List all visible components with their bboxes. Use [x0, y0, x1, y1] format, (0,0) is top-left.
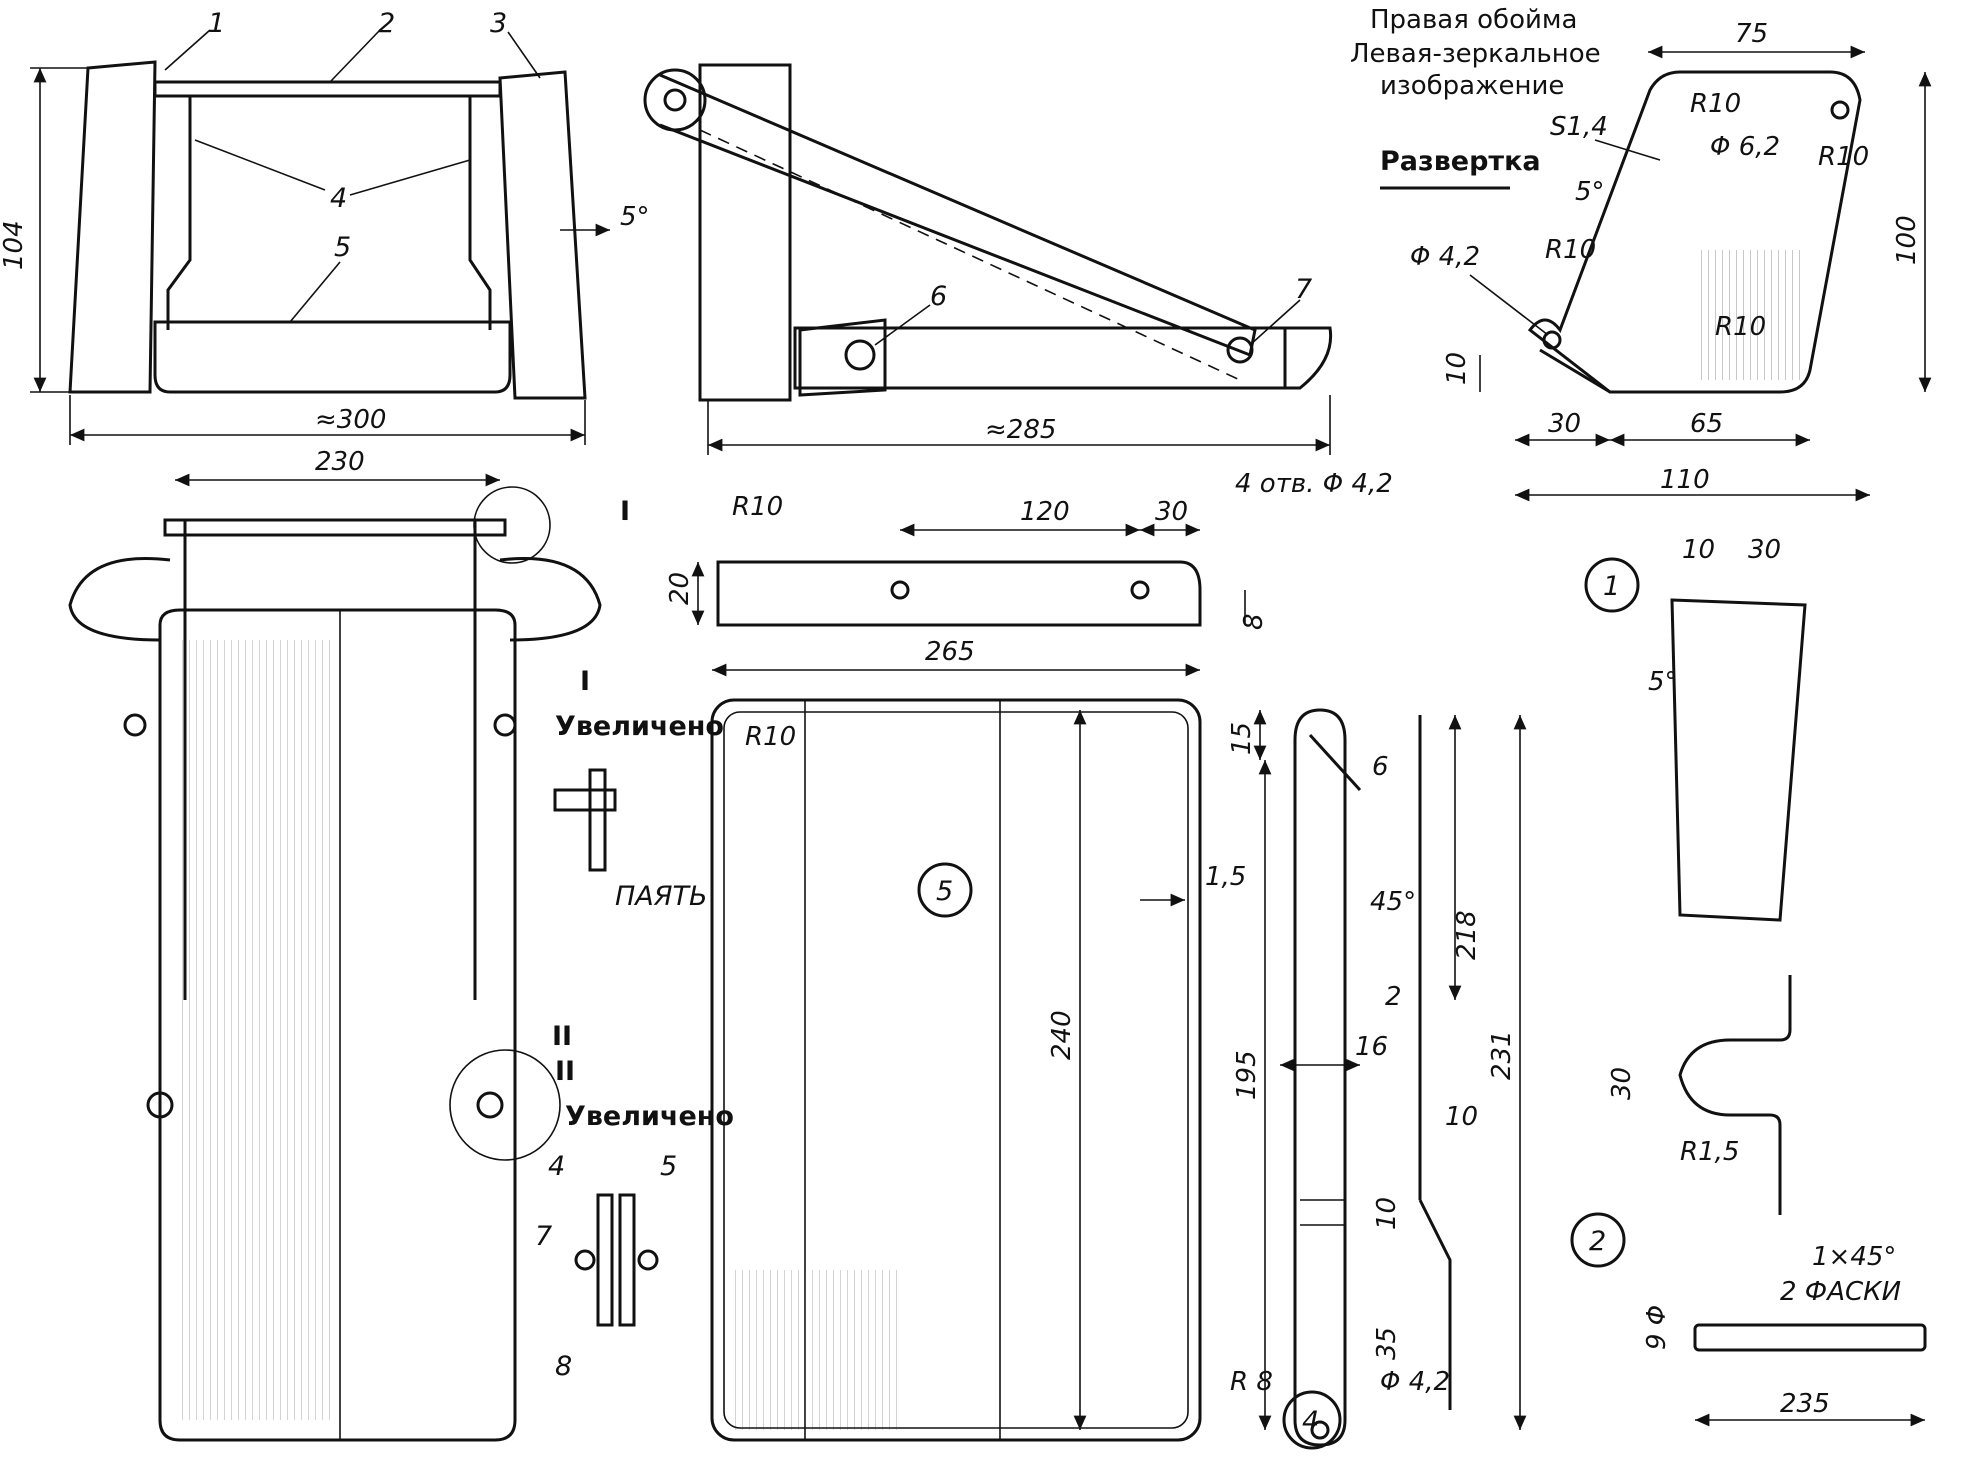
dim-285: ≈285: [985, 415, 1056, 445]
detail-2-label-8: 8: [555, 1351, 572, 1382]
part-label-6: 6: [930, 281, 947, 312]
front-dim-230: 230: [315, 447, 365, 477]
plate-corner-r: R10: [745, 722, 796, 752]
part-label-7: 7: [1295, 274, 1312, 305]
holder-title-line-3: изображение: [1380, 71, 1564, 101]
detail-1-caption: Увеличено: [555, 711, 724, 742]
part-label-1: 1: [208, 8, 225, 39]
strip-detail: R10 120 30 4 отв. Φ 4,2 20 8: [665, 469, 1393, 630]
arm-offset-10a: 10: [1445, 1102, 1478, 1132]
arm-number: 4: [1302, 1406, 1319, 1437]
arm-length-231: 231: [1487, 1030, 1517, 1080]
arm-slot: 6: [1372, 752, 1389, 782]
front-view: 230 I II I Увеличено ПАЯТЬ II Увеличено …: [68, 447, 734, 1442]
strip-r: R10: [732, 492, 783, 522]
arm-length-218: 218: [1452, 910, 1482, 960]
holder-dim-thickness: S1,4: [1550, 112, 1608, 142]
callout-I: I: [620, 496, 630, 527]
rod-length: 235: [1780, 1389, 1830, 1419]
callout-II: II: [552, 1021, 572, 1052]
dim-angle-5: 5°: [620, 202, 650, 232]
side-view: 6 7 ≈285: [643, 63, 1333, 455]
holder-dim-100: 100: [1892, 215, 1922, 265]
detail-1-angle: 5°: [1648, 667, 1678, 697]
plate-detail: 265 R10 5 240 1,5: [710, 637, 1246, 1442]
arm-hole: Φ 4,2: [1380, 1367, 1450, 1397]
strip-spacing: 120: [1020, 497, 1070, 527]
arm-thickness: 2: [1385, 982, 1402, 1012]
holder-dim-75: 75: [1735, 19, 1768, 49]
arm-length-195: 195: [1232, 1050, 1262, 1100]
detail-2-dim-30: 30: [1607, 1067, 1637, 1100]
strip-width: 20: [665, 572, 695, 605]
plate-height: 240: [1047, 1010, 1077, 1060]
strip-edge: 30: [1155, 497, 1188, 527]
rod-chamfer-note: 2 ФАСКИ: [1780, 1277, 1901, 1307]
rod-chamfer: 1×45°: [1812, 1242, 1896, 1272]
holder-dim-65: 65: [1690, 409, 1723, 439]
holder-r-top-right: R10: [1818, 142, 1869, 172]
holder-r-top-left: R10: [1690, 89, 1741, 119]
detail-1-dim-30: 30: [1748, 535, 1781, 565]
plate-thickness: 1,5: [1205, 862, 1246, 892]
detail-2-label-5: 5: [660, 1151, 677, 1182]
strip-holes: 4 отв. Φ 4,2: [1235, 469, 1393, 499]
detail-1-note: ПАЯТЬ: [615, 881, 708, 912]
strip-hole-offset: 8: [1239, 613, 1269, 630]
holder-dim-10: 10: [1442, 352, 1472, 385]
detail-2-label-7: 7: [535, 1221, 552, 1252]
holder-title-line-1: Правая обойма: [1370, 5, 1577, 35]
detail-2: 30 R1,5 2: [1570, 975, 1792, 1268]
rod-detail: 1×45° 2 ФАСКИ 9 Φ 235: [1642, 1242, 1927, 1427]
part-label-4: 4: [330, 183, 347, 214]
holder-hole-top: Φ 6,2: [1710, 132, 1780, 162]
dim-300: ≈300: [315, 405, 386, 435]
detail-2-title: II: [555, 1056, 575, 1087]
detail-2-number: 2: [1589, 1226, 1606, 1257]
part-label-3: 3: [490, 8, 507, 39]
detail-2-radius: R1,5: [1680, 1137, 1739, 1167]
arm-top: 15: [1227, 722, 1257, 755]
holder-dim-110: 110: [1660, 465, 1710, 495]
arm-width: 16: [1355, 1032, 1388, 1062]
holder-development-title: Развертка: [1380, 146, 1541, 177]
arm-angle: 45°: [1370, 887, 1416, 917]
arm-bottom: 35: [1372, 1327, 1402, 1360]
holder-angle: 5°: [1575, 177, 1605, 207]
holder-r-bottom-right: R10: [1715, 312, 1766, 342]
top-view: 1 2 3 4 5 104 ≈300 5°: [0, 8, 650, 445]
arm-offset-10b: 10: [1372, 1197, 1402, 1230]
arm-detail: 15 6 45° 195 218 231 2 16 10 10 35 R 8 Φ…: [1227, 708, 1527, 1450]
holder-hole-bottom: Φ 4,2: [1410, 242, 1480, 272]
holder-development: Правая обойма Левая-зеркальное изображен…: [1350, 5, 1932, 502]
part-label-2: 2: [378, 8, 395, 39]
detail-1-number: 1: [1603, 571, 1620, 602]
plate-number: 5: [936, 876, 953, 907]
holder-title-line-2: Левая-зеркальное: [1350, 39, 1601, 69]
holder-r-bottom-left: R10: [1545, 235, 1596, 265]
detail-1-dim-10: 10: [1682, 535, 1715, 565]
detail-2-label-4: 4: [548, 1151, 565, 1182]
rod-diameter: 9 Φ: [1642, 1305, 1672, 1350]
part-label-5: 5: [334, 232, 351, 263]
holder-dim-30: 30: [1548, 409, 1581, 439]
plate-width: 265: [925, 637, 975, 667]
arm-r-end: R 8: [1230, 1367, 1273, 1397]
detail-1: 1 10 30 5°: [1584, 535, 1807, 922]
dim-104: 104: [0, 220, 29, 270]
detail-1-title: I: [580, 666, 590, 697]
detail-2-caption: Увеличено: [565, 1101, 734, 1132]
